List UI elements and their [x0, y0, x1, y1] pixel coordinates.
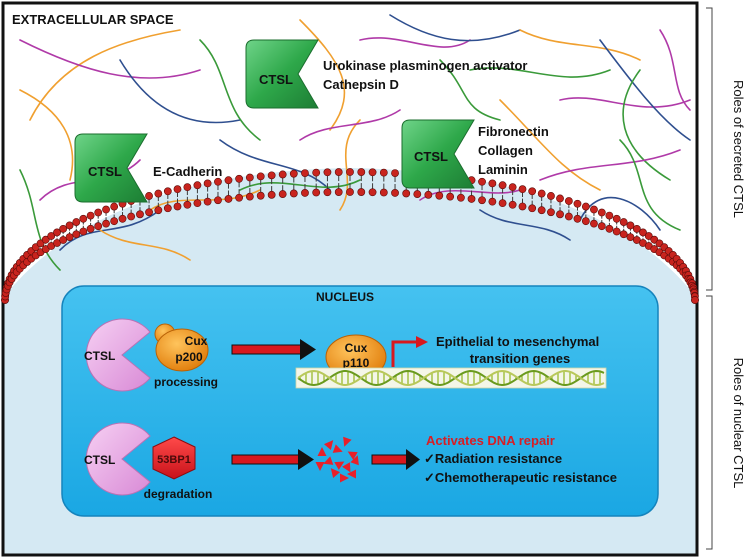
ctsl-label: CTSL [84, 349, 115, 363]
substrate-label: Fibronectin [478, 124, 549, 139]
nucleus: NUCLEUS [61, 285, 659, 517]
substrate-label: Cathepsin D [323, 77, 399, 92]
secreted-ctsl-ecadherin: CTSL E-Cadherin [74, 133, 222, 203]
nucleus-body [61, 285, 659, 517]
degraded-fragments-icon [315, 436, 359, 483]
extracellular-space-title: EXTRACELLULAR SPACE [12, 12, 174, 27]
pathway-degradation: CTSL 53BP1 degradation Activates DNA rep… [84, 422, 617, 501]
degradation-label: degradation [144, 487, 213, 501]
secreted-ctsl-uPA: CTSL Urokinase plasminogen activator Cat… [245, 39, 527, 109]
cux-p200-label-line2: p200 [175, 350, 203, 364]
cux-p110-label-line2: p110 [343, 356, 370, 370]
extracellular-matrix-fibers [19, 14, 691, 271]
red-arrow-icon [231, 339, 316, 360]
bracket-nuclear [706, 295, 713, 550]
transcription-arrowhead-icon [416, 336, 428, 348]
bracket-secreted [706, 7, 713, 291]
side-annotations [706, 7, 713, 550]
nucleus-title: NUCLEUS [316, 290, 374, 304]
red-arrow-icon [231, 449, 314, 470]
processing-label: processing [154, 375, 218, 389]
extracellular-region [3, 3, 697, 298]
substrate-label: Laminin [478, 162, 528, 177]
ctsl-label: CTSL [84, 453, 115, 467]
ctsl-enzyme-icon [74, 133, 148, 203]
dna-repair-title: Activates DNA repair [426, 433, 555, 448]
secreted-ctsl-fibronectin: CTSL Fibronectin Collagen Laminin [401, 119, 549, 189]
side-label-nuclear: Roles of nuclear CTSL [731, 358, 746, 489]
ctsl-enzyme-icon [245, 39, 319, 109]
outcome-radiation-resistance: ✓Radiation resistance [424, 451, 562, 466]
53bp1-label: 53BP1 [157, 454, 191, 466]
substrate-label: Collagen [478, 143, 533, 158]
ctsl-pacman-icon [85, 318, 151, 392]
outer-frame [1, 1, 699, 557]
ctsl-label: CTSL [259, 72, 293, 87]
red-arrow-icon [371, 449, 420, 470]
substrate-label: Urokinase plasminogen activator [323, 58, 527, 73]
cux-p110-label-line1: Cux [345, 341, 368, 355]
ctsl-label: CTSL [88, 164, 122, 179]
53bp1-hexagon-icon [152, 436, 196, 480]
pathway-processing: CTSL Cux p200 processing Cux p110 Epithe… [84, 318, 607, 392]
emt-genes-label-line2: transition genes [470, 351, 570, 366]
ctsl-pacman-icon [85, 422, 151, 496]
ctsl-enzyme-icon [401, 119, 475, 189]
side-label-secreted: Roles of secreted CTSL [731, 80, 746, 218]
cux-p200-icon [155, 328, 209, 372]
dna-helix-icon [295, 367, 607, 389]
cux-p200-label-line1: Cux [185, 334, 208, 348]
transcription-arrow-icon [391, 340, 418, 367]
substrate-label: E-Cadherin [153, 164, 222, 179]
outcome-chemotherapeutic-resistance: ✓Chemotherapeutic resistance [424, 470, 617, 485]
emt-genes-label-line1: Epithelial to mesenchymal [436, 334, 599, 349]
ctsl-label: CTSL [414, 149, 448, 164]
